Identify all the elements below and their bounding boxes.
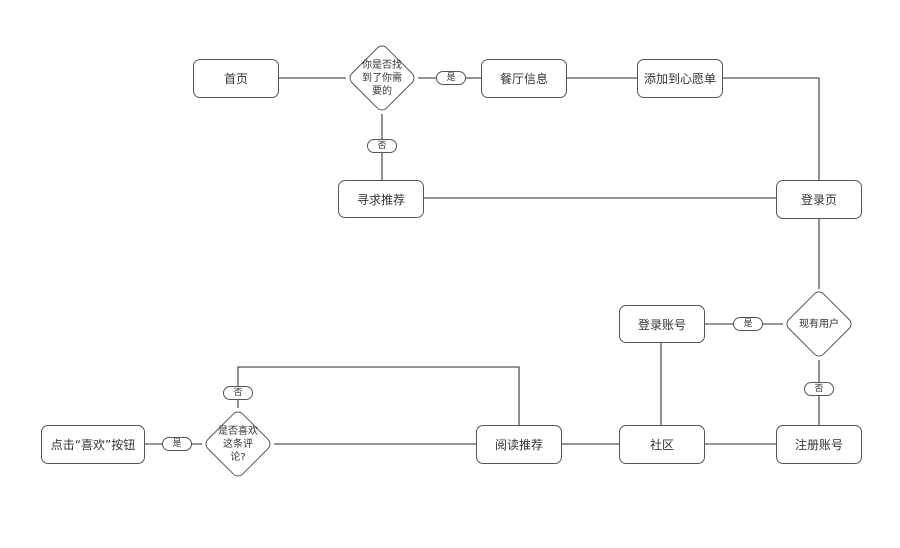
login-page-node: 登录页 <box>776 180 862 219</box>
login-account-node: 登录账号 <box>619 305 705 343</box>
found-yes-label: 是 <box>436 71 466 85</box>
decision-text: 你是否找 到了你需 要的 <box>362 59 402 97</box>
existing-user-decision: 现有用户 <box>783 288 855 360</box>
read-recommend-node: 阅读推荐 <box>476 425 562 464</box>
home-node: 首页 <box>193 59 279 98</box>
found-needed-decision: 你是否找 到了你需 要的 <box>346 42 418 114</box>
edge-like-read-no <box>237 366 520 425</box>
community-node: 社区 <box>619 425 705 464</box>
user-no-label: 否 <box>804 382 834 396</box>
restaurant-info-node: 餐厅信息 <box>481 59 567 98</box>
like-review-decision: 是否喜欢 这条评 论? <box>202 408 274 480</box>
user-yes-label: 是 <box>733 317 763 331</box>
like-no-label: 否 <box>223 386 253 400</box>
decision-text: 现有用户 <box>799 318 839 330</box>
found-no-label: 否 <box>367 139 397 153</box>
click-like-node: 点击“喜欢”按钮 <box>41 425 145 464</box>
seek-recommend-node: 寻求推荐 <box>338 180 424 218</box>
register-account-node: 注册账号 <box>776 425 862 464</box>
like-yes-label: 是 <box>162 437 192 451</box>
add-wishlist-node: 添加到心愿单 <box>637 59 723 98</box>
decision-text: 是否喜欢 这条评 论? <box>218 425 258 463</box>
edge-wishlist-login <box>722 77 820 180</box>
